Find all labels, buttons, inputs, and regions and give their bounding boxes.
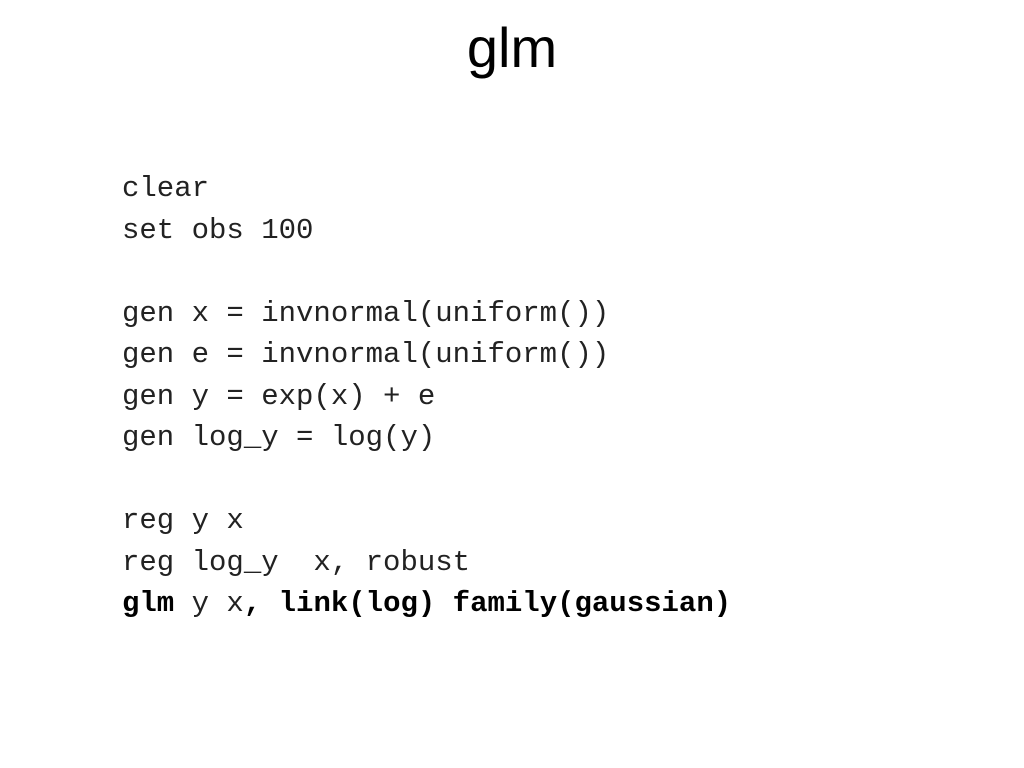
glm-variables: y x (174, 587, 244, 620)
slide-title: glm (466, 16, 558, 79)
glm-keyword: glm (122, 587, 175, 620)
code-line-clear: clear (122, 172, 210, 205)
code-block: clear set obs 100 gen x = invnormal(unif… (122, 168, 731, 625)
code-line-glm: glm y x, link(log) family(gaussian) (122, 583, 731, 625)
glm-options: , link(log) family(gaussian) (243, 587, 732, 620)
code-line-gen-x: gen x = invnormal(uniform()) (122, 296, 610, 330)
code-line-reg-log-y: reg log_y x, robust (122, 545, 471, 579)
code-line-gen-y: gen y = exp(x) + e (122, 379, 436, 413)
code-line-gen-e: gen e = invnormal(uniform()) (122, 338, 610, 371)
blank-line (122, 459, 731, 501)
blank-line (122, 251, 731, 293)
code-line-set-obs: set obs 100 (122, 213, 314, 247)
code-line-reg-y: reg y x (122, 504, 244, 537)
code-line-gen-log-y: gen log_y = log(y) (122, 421, 436, 454)
